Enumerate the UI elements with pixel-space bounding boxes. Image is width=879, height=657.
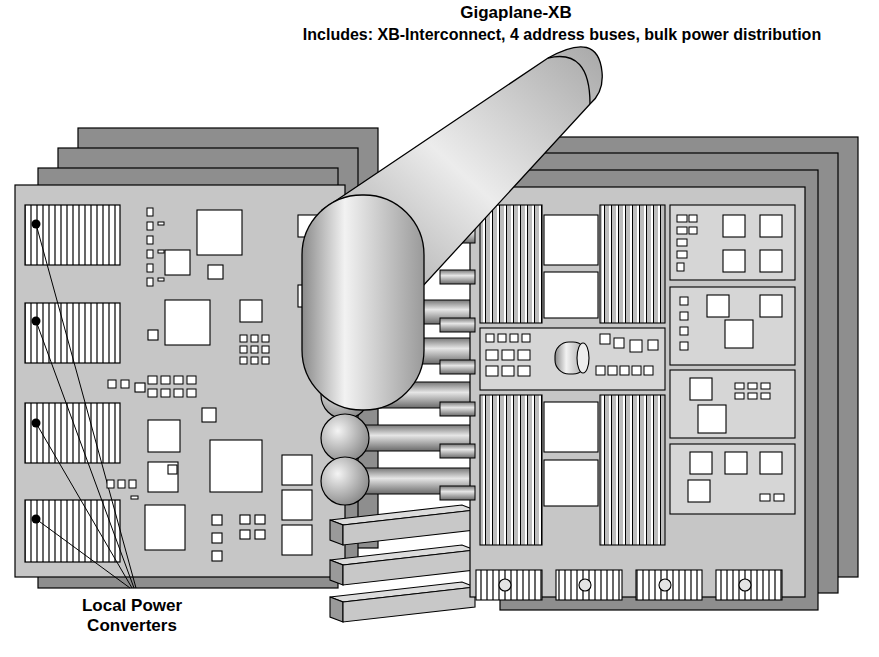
callout-note: Includes: XB-Interconnect, 4 address bus…	[303, 25, 821, 44]
callout-label: Local Power Converters	[62, 596, 202, 637]
callout-title: Gigaplane-XB	[460, 3, 571, 23]
